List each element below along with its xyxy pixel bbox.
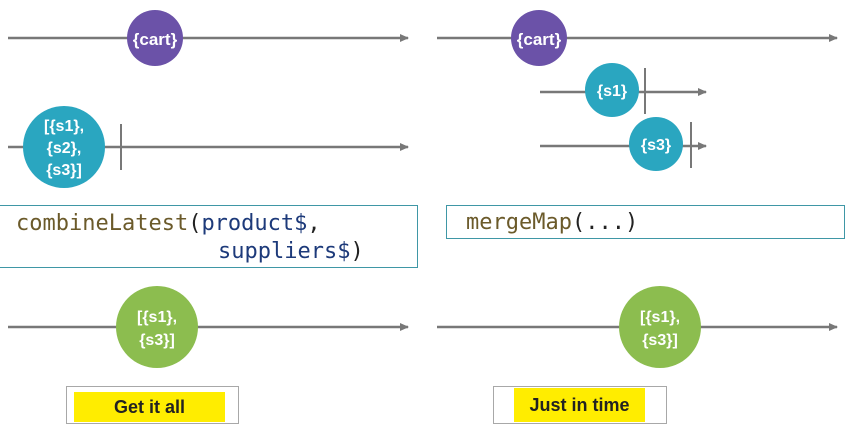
right-caption: Just in time bbox=[514, 388, 645, 422]
right-cart-label: {cart} bbox=[517, 30, 562, 49]
left-result-label-line1: [{s1}, bbox=[137, 309, 177, 326]
left-operator-comma: , bbox=[307, 211, 321, 236]
left-suppliers-label-line3: {s3}] bbox=[46, 162, 82, 179]
left-cart-label: {cart} bbox=[133, 30, 178, 49]
right-operator-args: (...) bbox=[571, 210, 639, 235]
left-suppliers-label-line2: {s2}, bbox=[47, 140, 82, 157]
right-s3-label: {s3} bbox=[641, 137, 671, 154]
right-s1-label: {s1} bbox=[597, 83, 627, 100]
left-operator-name: combineLatest bbox=[16, 211, 189, 236]
left-operator-close-paren: ) bbox=[350, 239, 364, 264]
right-s3-marble: {s3} bbox=[629, 117, 683, 171]
right-operator-box: mergeMap(...) bbox=[446, 205, 845, 239]
right-result-label-line2: {s3}] bbox=[642, 332, 678, 349]
left-operator-arg2: suppliers$ bbox=[218, 239, 351, 264]
right-operator-name: mergeMap bbox=[466, 210, 572, 235]
right-s1-marble: {s1} bbox=[585, 63, 639, 117]
left-operator-box: combineLatest(product$, suppliers$) bbox=[0, 205, 418, 268]
left-suppliers-marble: [{s1}, {s2}, {s3}] bbox=[23, 106, 105, 188]
left-operator-arg1: product$ bbox=[201, 211, 308, 236]
left-caption-box: Get it all bbox=[66, 386, 239, 424]
right-result-label-line1: [{s1}, bbox=[640, 309, 680, 326]
right-result-marble: [{s1}, {s3}] bbox=[619, 286, 701, 368]
left-result-marble: [{s1}, {s3}] bbox=[116, 286, 198, 368]
left-suppliers-label-line1: [{s1}, bbox=[44, 118, 84, 135]
left-result-label-line2: {s3}] bbox=[139, 332, 175, 349]
right-caption-box: Just in time bbox=[493, 386, 667, 424]
left-cart-marble: {cart} bbox=[127, 10, 183, 66]
left-operator-open-paren: ( bbox=[188, 211, 202, 236]
right-cart-marble: {cart} bbox=[511, 10, 567, 66]
left-caption: Get it all bbox=[74, 392, 225, 422]
